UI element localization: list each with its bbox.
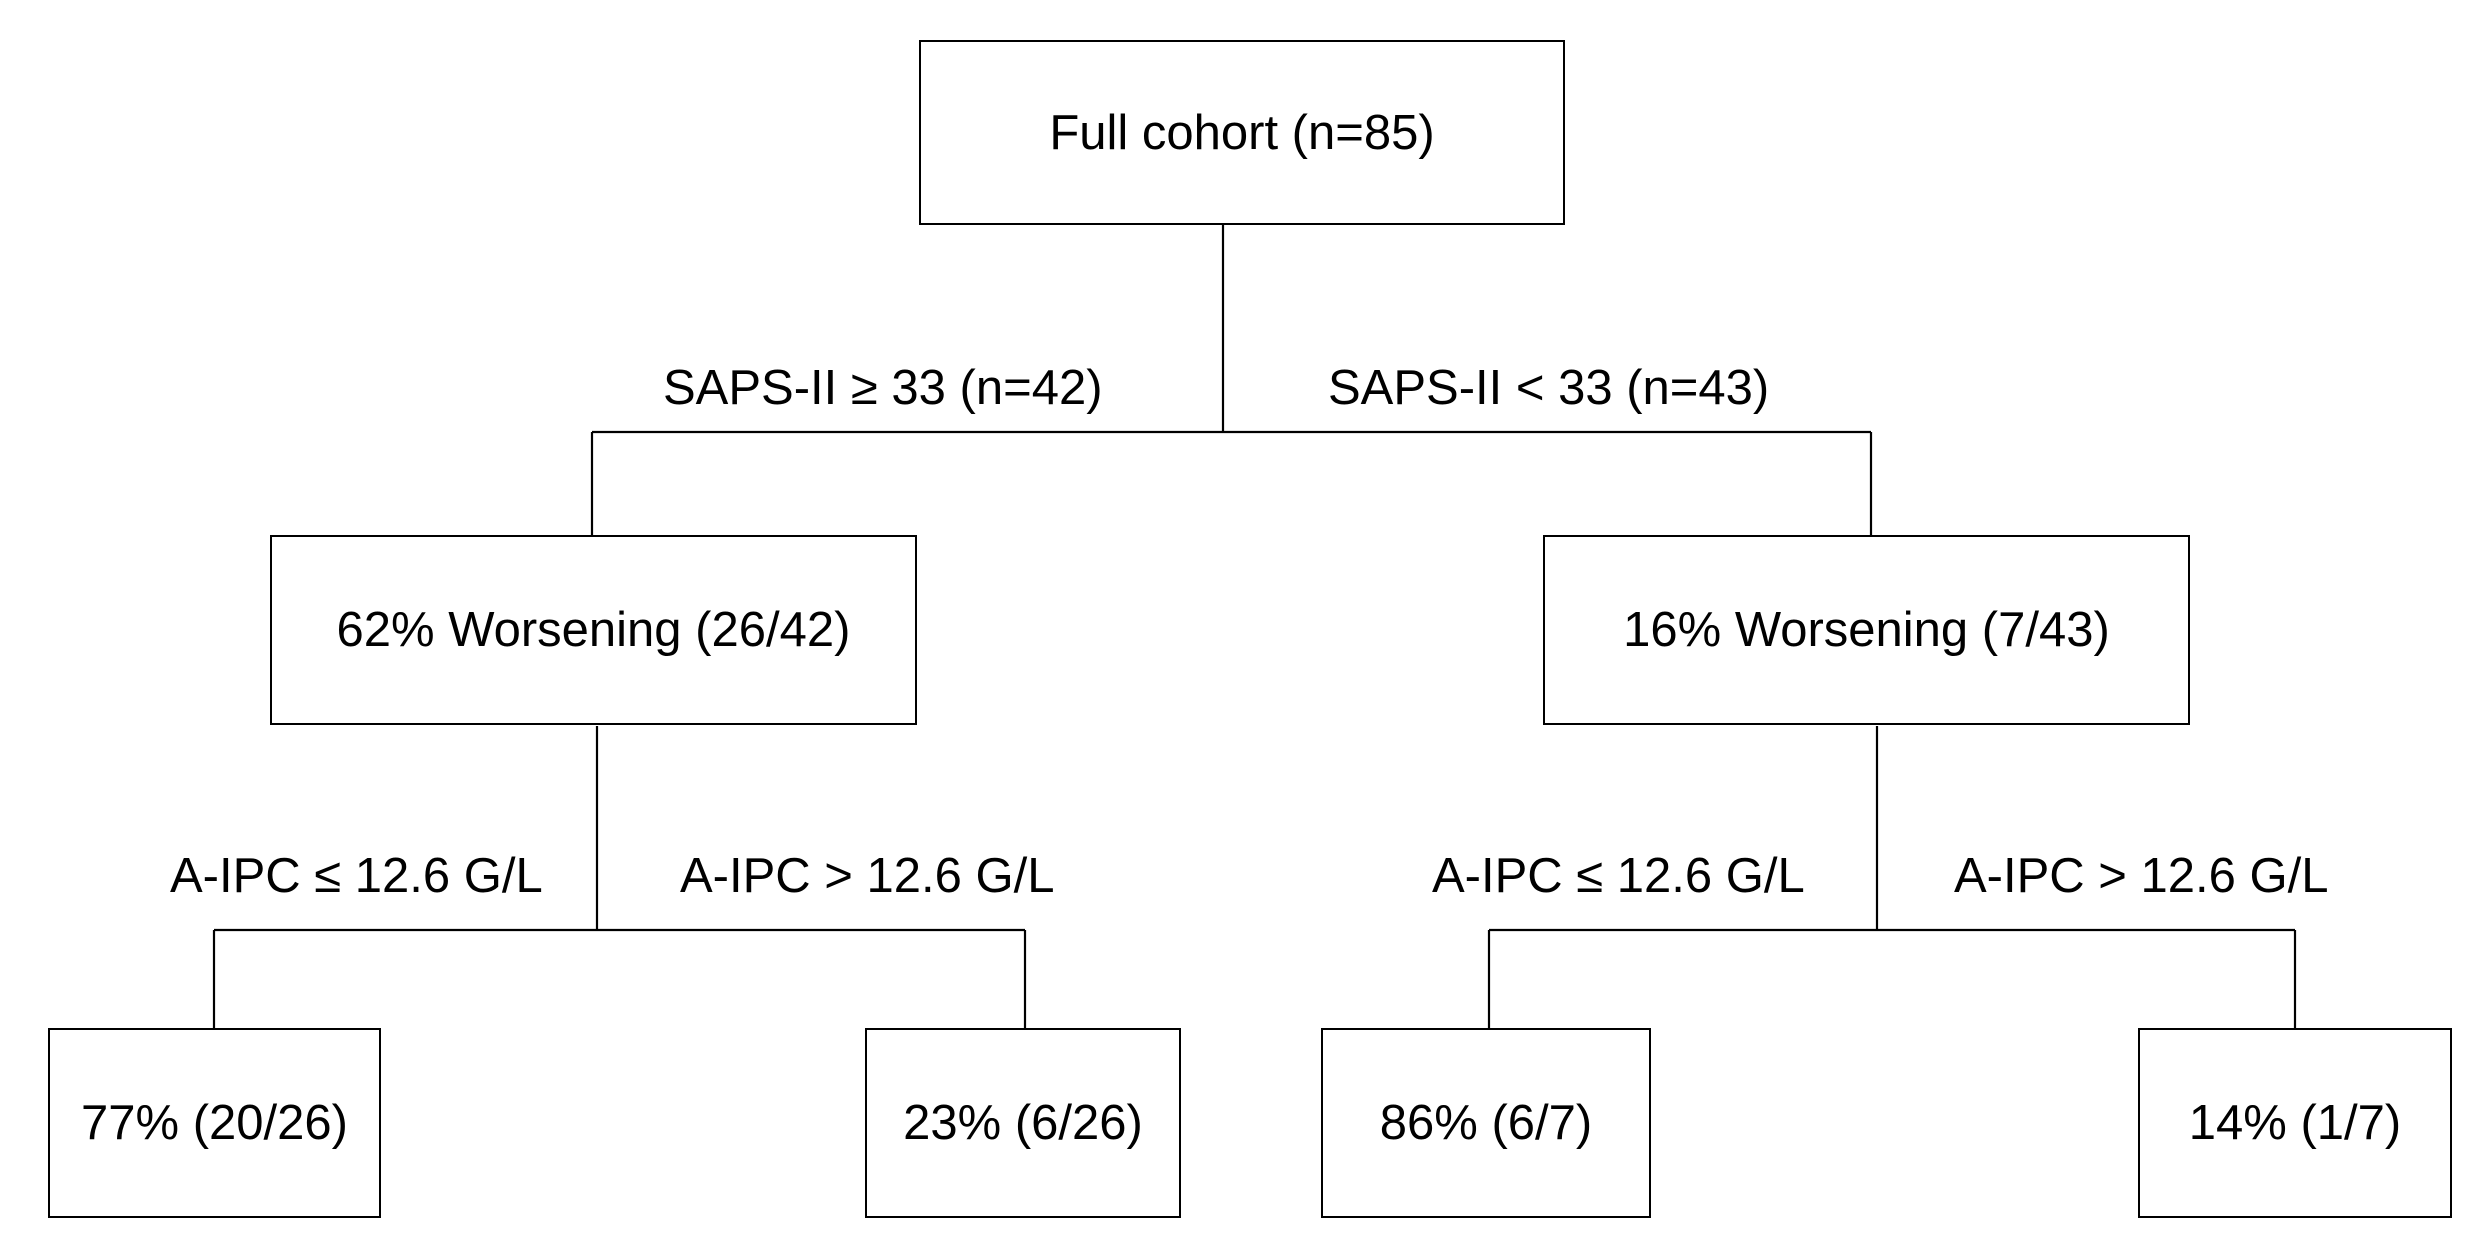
left-node: 62% Worsening (26/42)	[270, 535, 917, 725]
split-left-right-label: A-IPC > 12.6 G/L	[680, 849, 1055, 903]
split-1-right-label: SAPS-II < 33 (n=43)	[1328, 361, 1770, 415]
split-left-left-label: A-IPC ≤ 12.6 G/L	[170, 849, 543, 903]
root-node: Full cohort (n=85)	[919, 40, 1565, 225]
left-node-text: 62% Worsening (26/42)	[336, 603, 851, 657]
right-node: 16% Worsening (7/43)	[1543, 535, 2190, 725]
leaf-node-text: 14% (1/7)	[2188, 1096, 2402, 1150]
leaf-node-text: 86% (6/7)	[1379, 1096, 1593, 1150]
leaf-node-text: 77% (20/26)	[81, 1096, 348, 1150]
split-right-right-label: A-IPC > 12.6 G/L	[1954, 849, 2329, 903]
leaf-node: 77% (20/26)	[48, 1028, 381, 1218]
leaf-node: 23% (6/26)	[865, 1028, 1181, 1218]
leaf-node-text: 23% (6/26)	[903, 1096, 1143, 1150]
split-1-left-label: SAPS-II ≥ 33 (n=42)	[663, 361, 1103, 415]
right-node-text: 16% Worsening (7/43)	[1623, 603, 2110, 657]
leaf-node: 14% (1/7)	[2138, 1028, 2452, 1218]
root-node-text: Full cohort (n=85)	[1049, 105, 1435, 160]
leaf-node: 86% (6/7)	[1321, 1028, 1651, 1218]
split-right-left-label: A-IPC ≤ 12.6 G/L	[1432, 849, 1805, 903]
